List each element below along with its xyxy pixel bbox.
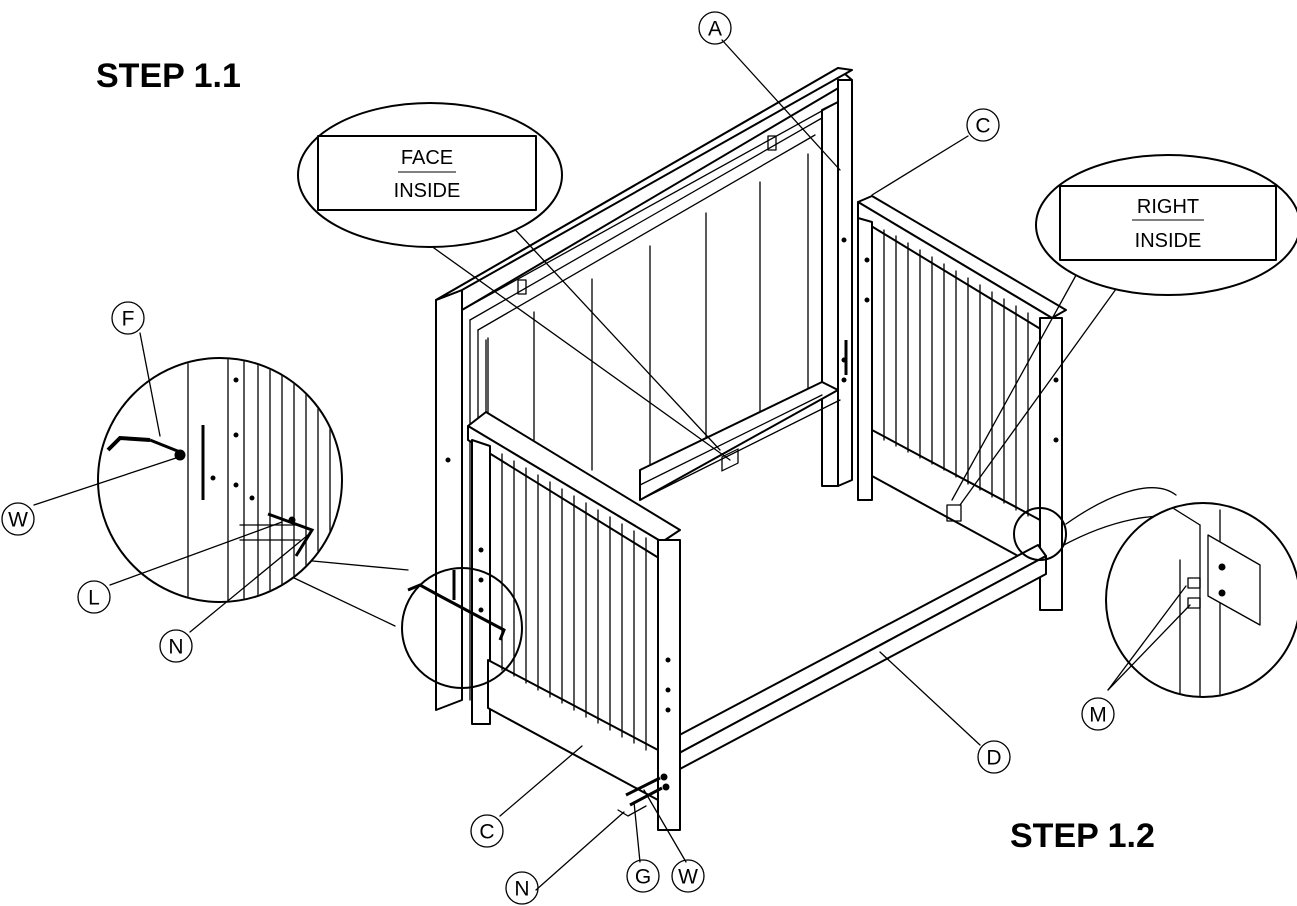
part-label-M: M [1081,697,1115,731]
part-label-N-left: N [159,629,193,663]
svg-text:C: C [479,821,494,844]
bolt-hardware-bottom [617,773,670,817]
svg-text:G: G [635,866,651,889]
step-1-1-title: STEP 1.1 [96,57,241,95]
detail-circle-front [401,567,523,689]
face-note-top: FACE [401,147,453,169]
part-label-W-bottom: W [671,859,705,893]
part-label-D: D [977,740,1011,774]
side-panel-right [857,195,1067,611]
callout-face-inside: FACE INSIDE [297,102,731,461]
svg-text:F: F [122,308,135,331]
part-label-F: F [111,301,145,335]
part-label-C-upper: C [966,108,1000,142]
face-note-bottom: INSIDE [394,180,461,202]
right-note-bottom: INSIDE [1135,230,1202,252]
svg-text:N: N [514,878,529,901]
svg-text:M: M [1089,704,1107,727]
svg-text:N: N [168,636,183,659]
detail-circle-left [97,357,409,627]
part-label-G: G [626,859,660,893]
part-label-N-bottom: N [505,871,539,905]
step-1-2-title: STEP 1.2 [1010,817,1155,855]
leader-lines [33,39,1191,891]
side-panel-front [452,411,681,831]
svg-text:W: W [678,866,698,889]
long-rail [639,399,1047,771]
svg-text:L: L [88,587,100,610]
part-label-L: L [77,580,111,614]
detail-circle-right [1013,487,1297,698]
part-label-A: A [698,11,732,45]
svg-text:W: W [8,509,28,532]
svg-text:D: D [986,747,1001,770]
headboard [435,67,853,711]
right-note-top: RIGHT [1137,196,1199,218]
part-label-W-left: W [1,502,35,536]
part-label-C-lower: C [470,814,504,848]
svg-text:A: A [708,18,722,41]
callout-right-inside: RIGHT INSIDE [951,154,1297,506]
svg-text:C: C [975,115,990,138]
